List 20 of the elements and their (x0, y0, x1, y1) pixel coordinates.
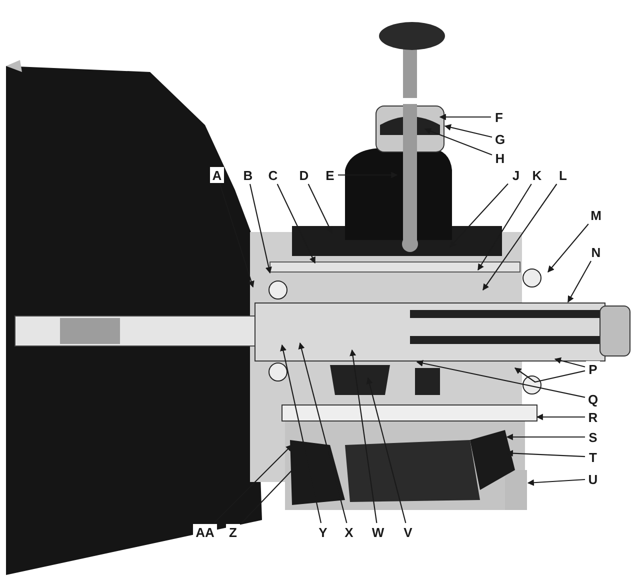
leader-line (554, 357, 586, 368)
leader-line (249, 184, 272, 274)
leader-line (439, 114, 491, 120)
leader-line (424, 128, 492, 156)
leader-line (444, 124, 492, 138)
leader-line (548, 224, 589, 272)
callout-letter: A (210, 167, 224, 183)
leader-line (416, 360, 586, 398)
leader-line (506, 434, 585, 440)
leader-line (514, 368, 586, 383)
leader-line (276, 184, 316, 264)
leader-line (478, 184, 532, 271)
leader-line (568, 260, 592, 303)
leader-line (527, 478, 586, 486)
leader-line (338, 172, 398, 178)
callout-letter: AA (193, 524, 217, 540)
leader-line (536, 414, 585, 420)
callout-letter: Z (226, 524, 240, 540)
callout-letter: P (586, 361, 600, 377)
leader-line (482, 184, 558, 291)
